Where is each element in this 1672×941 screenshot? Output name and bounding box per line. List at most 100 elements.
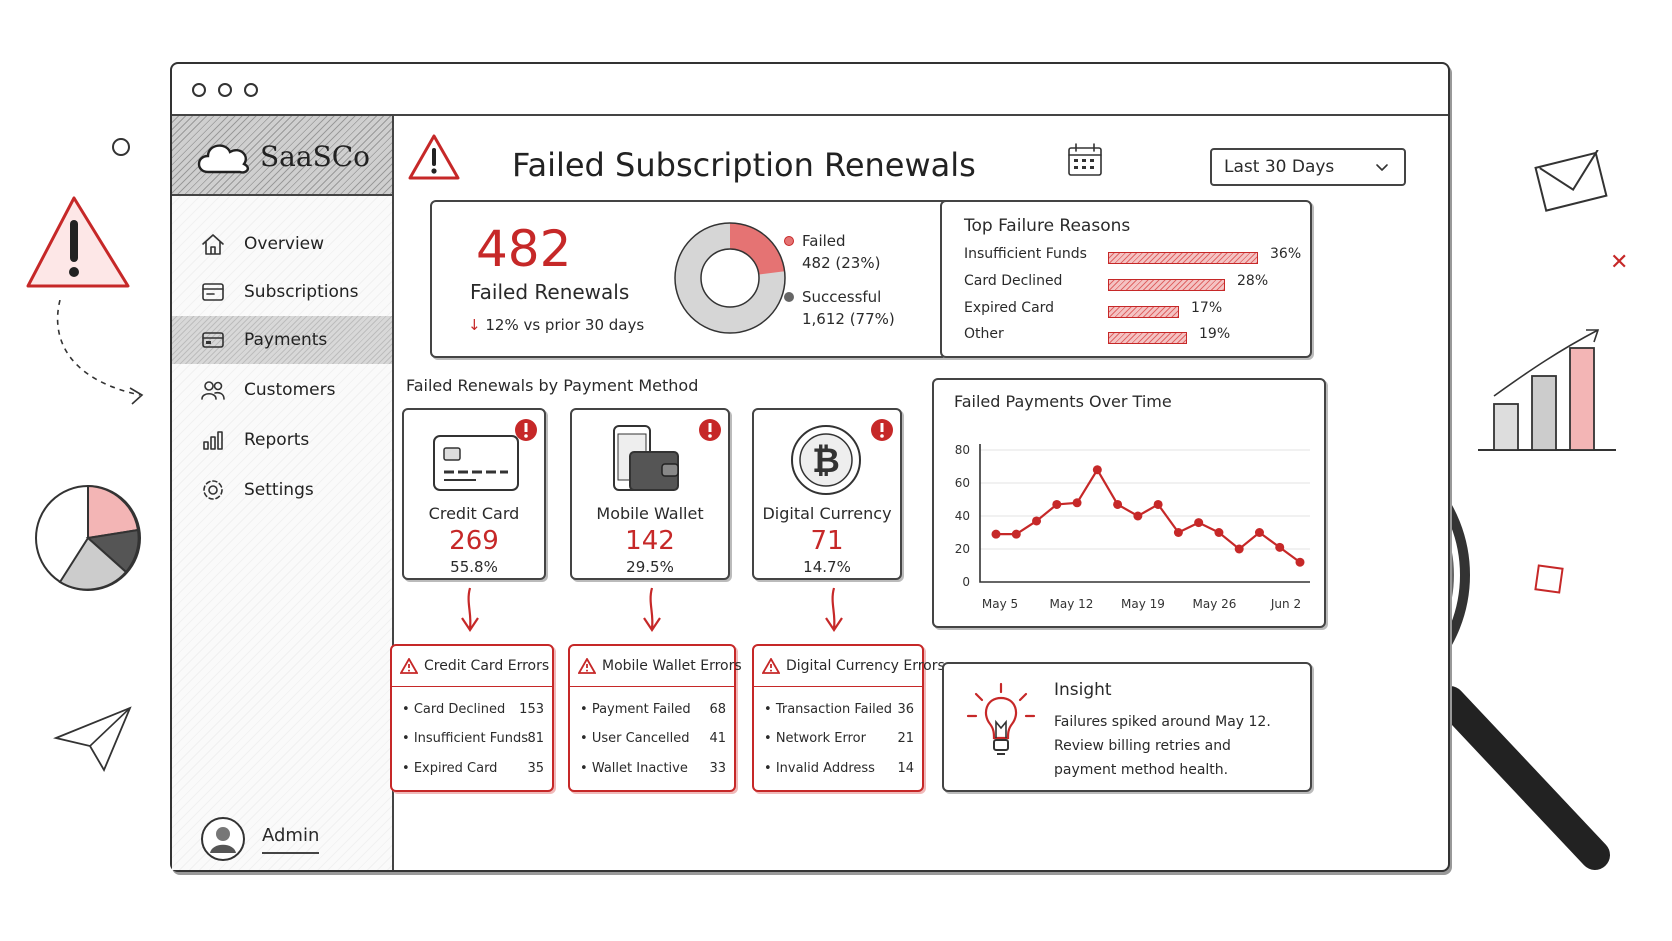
warning-icon	[578, 658, 596, 674]
y-tick-label: 40	[955, 509, 970, 523]
x-tick-label: May 26	[1193, 597, 1237, 611]
error-card-title: Digital Currency Errors	[762, 658, 945, 674]
data-point[interactable]	[1295, 557, 1305, 567]
envelope-doodle-icon	[1534, 150, 1608, 212]
reason-pct: 28%	[1237, 273, 1269, 289]
window-dot-minimize[interactable]	[218, 83, 232, 97]
arrow-down-icon	[461, 587, 479, 632]
data-point[interactable]	[1153, 499, 1163, 509]
data-point[interactable]	[1072, 498, 1082, 508]
pie-doodle-icon	[35, 484, 141, 591]
data-point[interactable]	[1275, 542, 1285, 552]
trend-indicator: ↓ 12% vs prior 30 days	[468, 316, 644, 334]
window-dot-close[interactable]	[192, 83, 206, 97]
warning-icon	[400, 658, 418, 674]
arrow-down-icon: ↓	[468, 316, 481, 334]
sidebar-item-overview[interactable]: Overview	[172, 220, 392, 268]
x-tick-label: May 19	[1121, 597, 1165, 611]
dashed-arrow-doodle	[56, 300, 144, 405]
error-value: 14	[897, 761, 914, 776]
sidebar-item-settings[interactable]: Settings	[172, 466, 392, 514]
data-point[interactable]	[1052, 499, 1062, 509]
reason-row: Insufficient Funds 36%	[964, 246, 1304, 268]
reason-row: Other 19%	[964, 326, 1304, 348]
divider	[754, 686, 922, 687]
error-label-text: Wallet Inactive	[591, 761, 688, 776]
error-label: • Card Declined	[402, 702, 506, 717]
error-label: • Payment Failed	[580, 702, 691, 717]
y-tick-label: 0	[962, 575, 970, 589]
sidebar-item-subscriptions[interactable]: Subscriptions	[172, 268, 392, 316]
circle-doodle	[112, 138, 130, 156]
failed-label: Failed Renewals	[470, 280, 630, 304]
data-point[interactable]	[1214, 528, 1224, 537]
reason-pct: 19%	[1199, 326, 1231, 342]
data-point[interactable]	[1092, 465, 1102, 475]
reason-row: Expired Card 17%	[964, 300, 1304, 322]
error-label-text: Expired Card	[413, 761, 498, 776]
reason-bar	[1108, 332, 1187, 344]
reason-pct: 36%	[1270, 246, 1302, 262]
payment-method-pct: 29.5%	[626, 558, 674, 576]
payment-method-card-digital-currency[interactable]: ₿ Digital Currency 71 14.7%	[752, 408, 902, 580]
data-point[interactable]	[1032, 516, 1042, 526]
user-profile[interactable]: Admin	[200, 816, 320, 862]
insight-text: Failures spiked around May 12. Review bi…	[1054, 714, 1271, 778]
data-point[interactable]	[1234, 544, 1244, 554]
error-label-text: Insufficient Funds	[413, 731, 528, 746]
reason-bar	[1108, 252, 1258, 264]
failed-count: 482	[476, 220, 572, 278]
sidebar-item-customers[interactable]: Customers	[172, 366, 392, 414]
donut-slice-failed	[675, 223, 785, 333]
sidebar-item-payments[interactable]: Payments	[172, 316, 392, 364]
data-point[interactable]	[1011, 529, 1021, 539]
data-point[interactable]	[1194, 518, 1204, 528]
window-dot-maximize[interactable]	[244, 83, 258, 97]
payment-method-card-mobile-wallet[interactable]: Mobile Wallet 142 29.5%	[570, 408, 730, 580]
date-range-select[interactable]: Last 30 Days	[1210, 148, 1406, 186]
data-point[interactable]	[1133, 511, 1143, 521]
error-label-text: User Cancelled	[591, 731, 690, 746]
error-label: • Network Error	[764, 731, 866, 746]
legend-dot-failed	[784, 236, 794, 246]
alert-icon	[515, 419, 537, 441]
arrow-down-icon	[825, 587, 843, 632]
window-titlebar	[172, 64, 1448, 116]
error-value: 35	[527, 761, 544, 776]
sidebar-item-label: Payments	[244, 330, 328, 350]
data-point[interactable]	[1173, 528, 1183, 537]
calendar-icon[interactable]	[1066, 142, 1104, 178]
legend-failed-label: Failed	[802, 232, 846, 250]
error-row: • Invalid Address 14	[764, 761, 914, 779]
page-title: Failed Subscription Renewals	[512, 146, 976, 184]
reason-label: Card Declined	[964, 273, 1063, 289]
sidebar-item-label: Customers	[244, 380, 336, 400]
divider	[392, 686, 552, 687]
avatar-icon	[201, 817, 245, 861]
legend-successful-value: 1,612 (77%)	[802, 310, 895, 328]
error-card-title-text: Credit Card Errors	[424, 658, 550, 674]
payment-method-count: 71	[810, 526, 844, 556]
error-label: • Invalid Address	[764, 761, 875, 776]
error-value: 36	[897, 702, 914, 717]
chevron-down-icon	[1376, 164, 1388, 171]
sidebar-item-reports[interactable]: Reports	[172, 416, 392, 464]
data-point[interactable]	[991, 529, 1001, 539]
reason-bar	[1108, 279, 1225, 291]
brand-logo[interactable]: SaaSCo	[172, 116, 392, 196]
user-name: Admin	[262, 825, 320, 854]
data-point[interactable]	[1254, 528, 1264, 537]
payment-method-card-credit-card[interactable]: Credit Card 269 55.8%	[402, 408, 546, 580]
legend-failed-value: 482 (23%)	[802, 254, 881, 272]
error-label-text: Payment Failed	[591, 702, 691, 717]
data-point[interactable]	[1113, 499, 1123, 509]
digital-currency-errors-card: Digital Currency Errors • Transaction Fa…	[752, 644, 945, 792]
error-card-title: Mobile Wallet Errors	[578, 658, 742, 674]
insight-title: Insight	[1054, 680, 1112, 700]
